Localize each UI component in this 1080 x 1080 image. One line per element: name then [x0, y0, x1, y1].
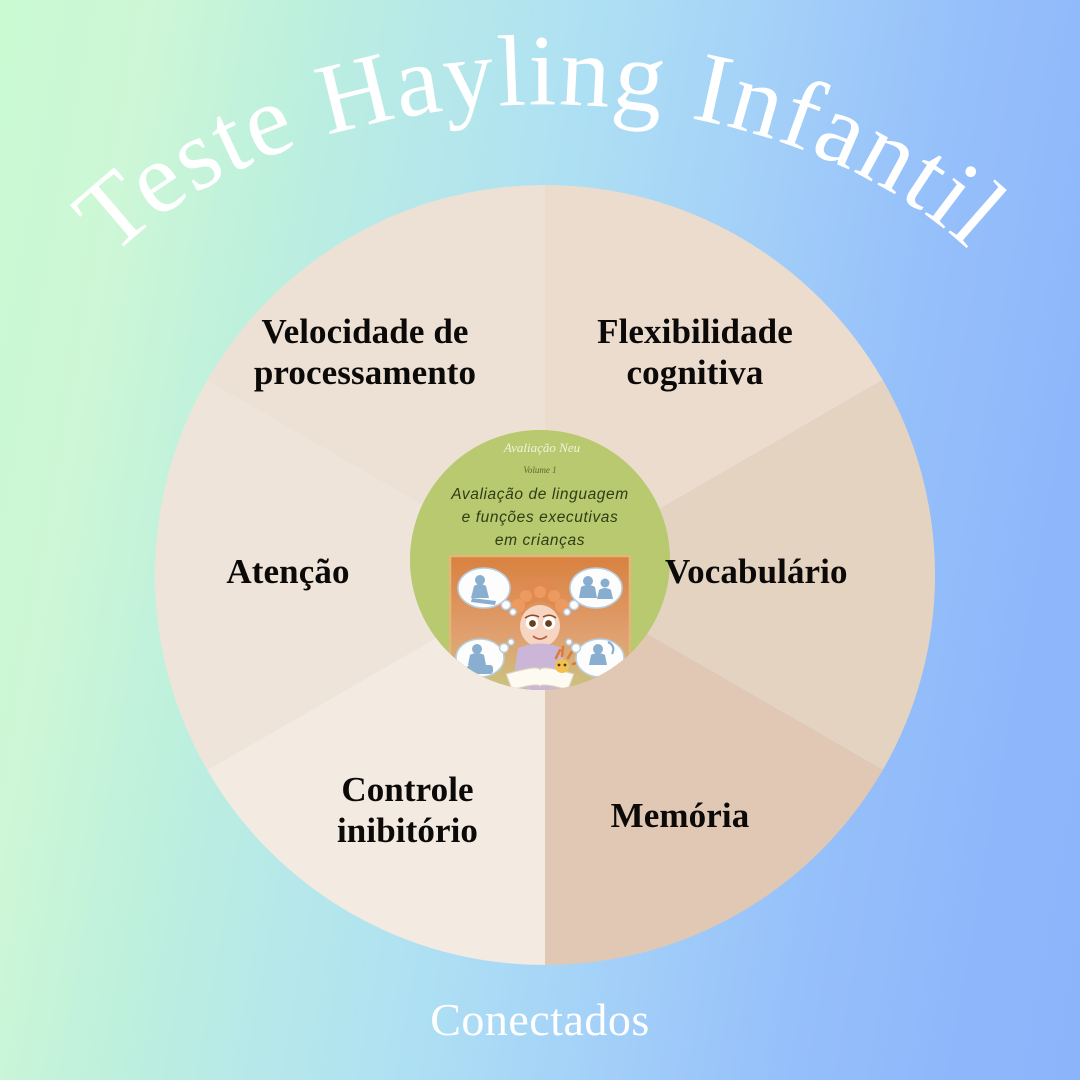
book-subtitle-line3: em crianças [495, 532, 585, 549]
book-subtitle-line2: e funções executivas [462, 509, 619, 526]
wheel-segment-memoria[interactable] [207, 575, 545, 965]
wheel-segment-flexibilidade[interactable] [545, 380, 936, 770]
book-header-text: Avaliação Neu [503, 440, 581, 455]
center-book-cover: Avaliação Neu Volume 1 Avaliação de ling… [410, 430, 670, 690]
book-illustration [448, 554, 632, 690]
book-subtitle-line1: Avaliação de linguagem [450, 486, 629, 503]
footer-brand: Conectados [430, 994, 650, 1045]
wheel-segment-vocabulario[interactable] [545, 575, 883, 965]
wheel-segment-controle[interactable] [154, 380, 546, 770]
book-volume-text: Volume 1 [523, 465, 556, 475]
